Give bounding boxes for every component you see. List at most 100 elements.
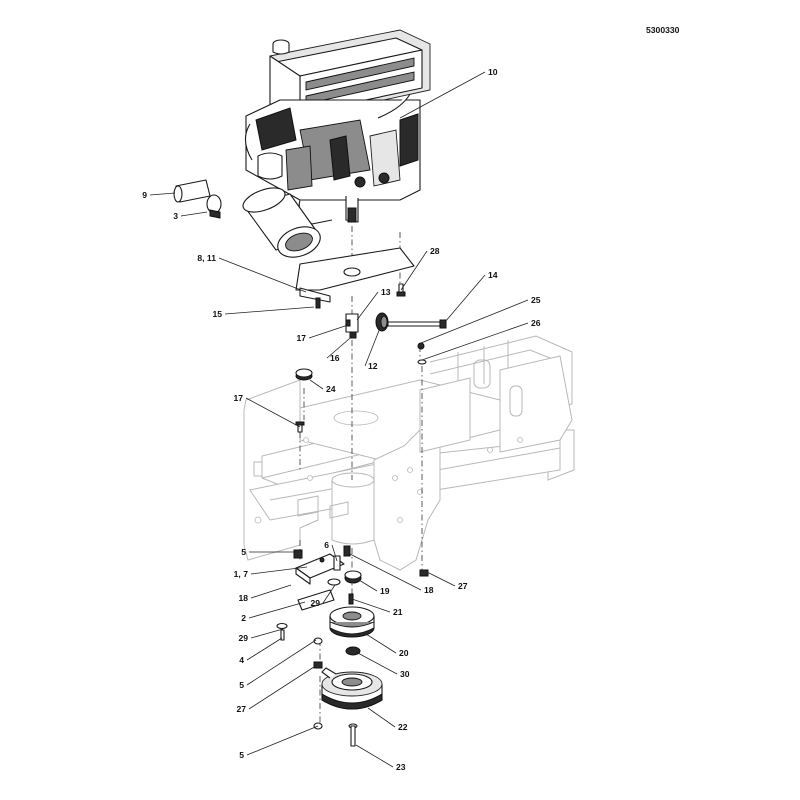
engine-mount-plate bbox=[295, 247, 415, 309]
callout-c24: 24 bbox=[309, 379, 336, 394]
drawing-number: 5300330 bbox=[646, 25, 680, 35]
callout-c22: 22 bbox=[367, 707, 408, 732]
callout-number: 12 bbox=[368, 361, 378, 371]
bushing-part-24 bbox=[295, 368, 313, 381]
leader-line bbox=[355, 651, 398, 675]
leader-line bbox=[400, 250, 428, 291]
callout-number: 3 bbox=[173, 211, 178, 221]
washer-part-26 bbox=[417, 359, 427, 365]
nut-part-27-upper bbox=[419, 569, 429, 577]
callout-number: 25 bbox=[531, 295, 541, 305]
callout-c8_11: 8, 11 bbox=[197, 253, 307, 293]
callout-number: 28 bbox=[430, 246, 440, 256]
leader-line bbox=[367, 707, 396, 728]
callout-c5c: 5 bbox=[239, 725, 319, 760]
bolt-part-23 bbox=[348, 723, 358, 747]
knob-part-12 bbox=[375, 312, 389, 332]
leader-line bbox=[308, 324, 349, 339]
callout-number: 5 bbox=[239, 680, 244, 690]
nut-part-27-lower bbox=[313, 661, 323, 669]
leader-line bbox=[364, 327, 381, 367]
callout-number: 19 bbox=[380, 586, 390, 596]
callout-c4: 4 bbox=[239, 637, 283, 665]
callout-number: 29 bbox=[310, 598, 320, 608]
callout-c5a: 5 bbox=[241, 547, 296, 557]
leader-line bbox=[426, 571, 456, 587]
bolt-part-4 bbox=[280, 629, 285, 641]
callout-number: 2 bbox=[241, 613, 246, 623]
leader-line bbox=[421, 322, 529, 361]
callout-number: 10 bbox=[488, 67, 498, 77]
callout-number: 9 bbox=[142, 190, 147, 200]
leader-line bbox=[250, 628, 284, 639]
callout-c20: 20 bbox=[365, 633, 409, 658]
callout-c27b: 27 bbox=[236, 664, 318, 714]
callout-c14: 14 bbox=[444, 270, 498, 323]
callout-number: 18 bbox=[424, 585, 434, 595]
callout-number: 1, 7 bbox=[234, 569, 249, 579]
leader-line bbox=[420, 299, 529, 344]
air-cleaner bbox=[242, 187, 321, 258]
callout-c10: 10 bbox=[399, 67, 498, 119]
washer-part-29 bbox=[276, 622, 288, 630]
leader-line bbox=[250, 584, 292, 599]
callout-c3: 3 bbox=[173, 211, 208, 221]
mower-frame bbox=[243, 335, 575, 571]
leader-line bbox=[322, 584, 336, 604]
bracket-part-2 bbox=[297, 578, 341, 611]
callout-number: 6 bbox=[324, 540, 329, 550]
callout-number: 21 bbox=[393, 607, 403, 617]
callout-c25: 25 bbox=[420, 295, 541, 344]
callout-number: 16 bbox=[330, 353, 340, 363]
leader-line bbox=[326, 332, 357, 359]
bolt-part-14 bbox=[387, 319, 447, 329]
callout-number: 27 bbox=[236, 704, 246, 714]
callout-c29b: 29 bbox=[238, 628, 284, 643]
engine-assembly bbox=[244, 29, 431, 225]
leader-line bbox=[224, 306, 315, 315]
nut-part-5 bbox=[293, 549, 303, 559]
callout-c21: 21 bbox=[351, 598, 403, 617]
idler-bracket-1-7 bbox=[295, 553, 345, 585]
callout-c12: 12 bbox=[364, 327, 381, 371]
callout-number: 17 bbox=[296, 333, 306, 343]
leader-line bbox=[149, 192, 176, 196]
callout-number: 4 bbox=[239, 655, 244, 665]
callout-number: 29 bbox=[238, 633, 248, 643]
bolt-part-17 bbox=[295, 421, 305, 433]
callout-number: 24 bbox=[326, 384, 336, 394]
leader-line bbox=[355, 744, 394, 768]
callout-number: 30 bbox=[400, 669, 410, 679]
spring-part-6 bbox=[333, 555, 341, 571]
washer-part-5 bbox=[313, 637, 323, 645]
callout-c17b: 17 bbox=[233, 393, 301, 428]
leader-line bbox=[399, 71, 486, 119]
callout-number: 13 bbox=[381, 287, 391, 297]
callout-number: 5 bbox=[239, 750, 244, 760]
electric-clutch-part-22 bbox=[321, 667, 383, 710]
callout-number: 18 bbox=[238, 593, 248, 603]
leader-line bbox=[331, 544, 338, 562]
hose-part-9 bbox=[173, 179, 211, 203]
leader-line bbox=[250, 566, 308, 575]
leader-line bbox=[444, 274, 486, 323]
nut-part-25 bbox=[417, 342, 425, 350]
pulley-part-20 bbox=[329, 606, 375, 638]
callout-number: 17 bbox=[233, 393, 243, 403]
leader-line bbox=[248, 664, 318, 710]
leader-line bbox=[358, 579, 378, 592]
leader-line bbox=[246, 637, 283, 661]
callout-c5b: 5 bbox=[239, 639, 317, 690]
callout-c27a: 27 bbox=[426, 571, 468, 591]
leader-line bbox=[246, 725, 319, 756]
leader-line bbox=[309, 379, 324, 390]
spacer-part-30 bbox=[345, 646, 361, 656]
leader-line bbox=[365, 633, 397, 654]
callout-c16: 16 bbox=[326, 332, 357, 363]
callout-c9: 9 bbox=[142, 190, 176, 200]
callout-number: 20 bbox=[399, 648, 409, 658]
callout-number: 27 bbox=[458, 581, 468, 591]
callout-c26: 26 bbox=[421, 318, 541, 361]
